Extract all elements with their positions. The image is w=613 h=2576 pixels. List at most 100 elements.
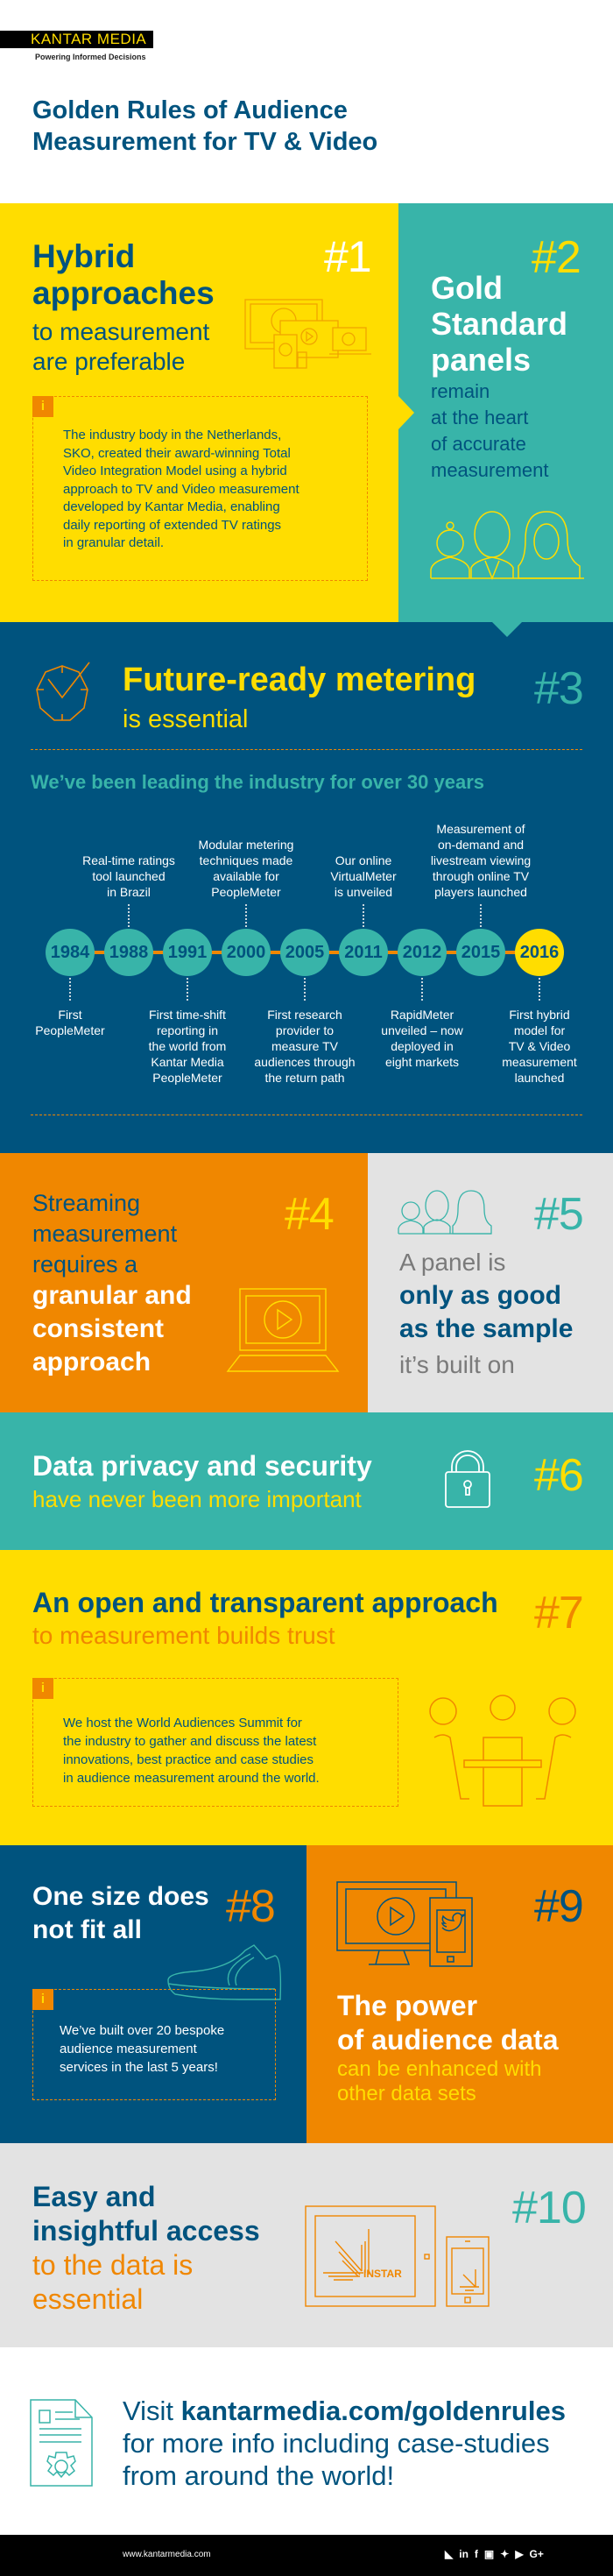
timeline-year-1984: 1984 <box>46 929 95 976</box>
rule-subtitle: to measurement are preferable <box>32 317 209 377</box>
rule-3-panel: Future-ready metering is essential #3 We… <box>0 622 613 1153</box>
timeline-connector <box>69 978 71 1001</box>
cta-link[interactable]: kantarmedia.com/goldenrules <box>180 2396 566 2426</box>
cta-text: Visit kantarmedia.com/goldenrules for mo… <box>123 2395 566 2492</box>
timeline-year-2015: 2015 <box>456 929 505 976</box>
shoe-icon <box>167 1944 282 2000</box>
pointer-arrow <box>492 622 522 637</box>
rss-icon[interactable]: ◣ <box>445 2548 454 2560</box>
cta-visit: Visit <box>123 2396 174 2426</box>
info-icon: i <box>32 1678 53 1699</box>
lock-icon <box>445 1450 490 1508</box>
cta-line: for more info including case-studies <box>123 2428 550 2459</box>
footer-website-link[interactable]: www.kantarmedia.com <box>123 2550 211 2559</box>
rule-number: #9 <box>534 1881 584 1932</box>
linkedin-icon[interactable]: in <box>459 2548 469 2560</box>
rule-title: Future-ready metering <box>123 662 476 698</box>
info-icon: i <box>32 1989 53 2010</box>
rule-number: #3 <box>534 663 584 714</box>
timeline-heading: We’ve been leading the industry for over… <box>31 771 484 793</box>
logo[interactable] <box>0 31 153 48</box>
footer: www.kantarmedia.com ◣ in f ▣ ✦ ▶ G+ <box>0 2535 613 2576</box>
instagram-icon[interactable]: ▣ <box>483 2548 495 2560</box>
timeline-connector <box>245 904 247 927</box>
timeline-year-2016: 2016 <box>515 929 564 976</box>
timeline-connector <box>128 904 130 927</box>
social-icons: ◣ in f ▣ ✦ ▶ G+ <box>445 2548 544 2560</box>
subtitle-line: are preferable <box>32 348 186 375</box>
rule-title: Data privacy and security <box>32 1450 372 1482</box>
tagline: Powering Informed Decisions <box>35 53 146 61</box>
rule-subtitle: have never been more important <box>32 1486 362 1512</box>
timeline-connector <box>363 904 364 927</box>
document-gear-icon <box>30 2399 93 2487</box>
rule-subtitle: to measurement builds trust <box>32 1622 335 1649</box>
info-box: i The industry body in the Netherlands,S… <box>32 396 368 581</box>
timeline-connector <box>480 904 482 927</box>
timeline-connector <box>304 978 306 1001</box>
timeline-year-2011: 2011 <box>339 929 388 976</box>
clock-icon <box>36 662 90 721</box>
twitter-icon[interactable]: ✦ <box>500 2548 510 2560</box>
timeline-connector <box>539 978 540 1001</box>
meeting-table-icon <box>429 1695 576 1807</box>
family-icon <box>430 511 584 581</box>
timeline-connector <box>187 978 188 1001</box>
page-title: Golden Rules of Audience Measurement for… <box>32 95 377 158</box>
rule-number: #2 <box>532 232 581 283</box>
info-text: The industry body in the Netherlands,SKO… <box>63 428 299 550</box>
instar-tablet-icon <box>305 2205 490 2307</box>
timeline-year-2005: 2005 <box>280 929 329 976</box>
rule-6-panel: Data privacy and security have never bee… <box>0 1412 613 1550</box>
google-plus-icon[interactable]: G+ <box>529 2548 544 2560</box>
rule-number: #5 <box>534 1189 584 1240</box>
instar-label: INSTAR <box>363 2268 402 2280</box>
cta-line: from around the world! <box>123 2460 395 2491</box>
rule-1-panel: #1 Hybrid approaches to measurement are … <box>0 203 398 622</box>
info-box: i We host the World Audiences Summit for… <box>32 1678 398 1807</box>
rule-number: #10 <box>512 2183 587 2233</box>
timeline-year-2012: 2012 <box>398 929 447 976</box>
facebook-icon[interactable]: f <box>474 2548 478 2560</box>
title-line: Hybrid <box>32 238 136 274</box>
devices-icon <box>244 299 371 369</box>
divider <box>31 749 582 750</box>
title-line: approaches <box>32 275 215 311</box>
family-icon <box>398 1190 492 1235</box>
pointer-arrow <box>398 396 414 429</box>
rule-title: Hybrid approaches <box>32 238 215 312</box>
timeline-connector <box>421 978 423 1001</box>
title-line: Measurement for TV & Video <box>32 128 378 156</box>
rule-number: #4 <box>285 1189 335 1240</box>
rule-title: An open and transparent approach <box>32 1587 498 1618</box>
tv-twitter-icon <box>336 1881 473 1967</box>
rule-number: #6 <box>534 1450 584 1501</box>
youtube-icon[interactable]: ▶ <box>515 2548 524 2560</box>
timeline-year-2000: 2000 <box>222 929 271 976</box>
logo-text: KANTAR MEDIA <box>31 31 147 47</box>
